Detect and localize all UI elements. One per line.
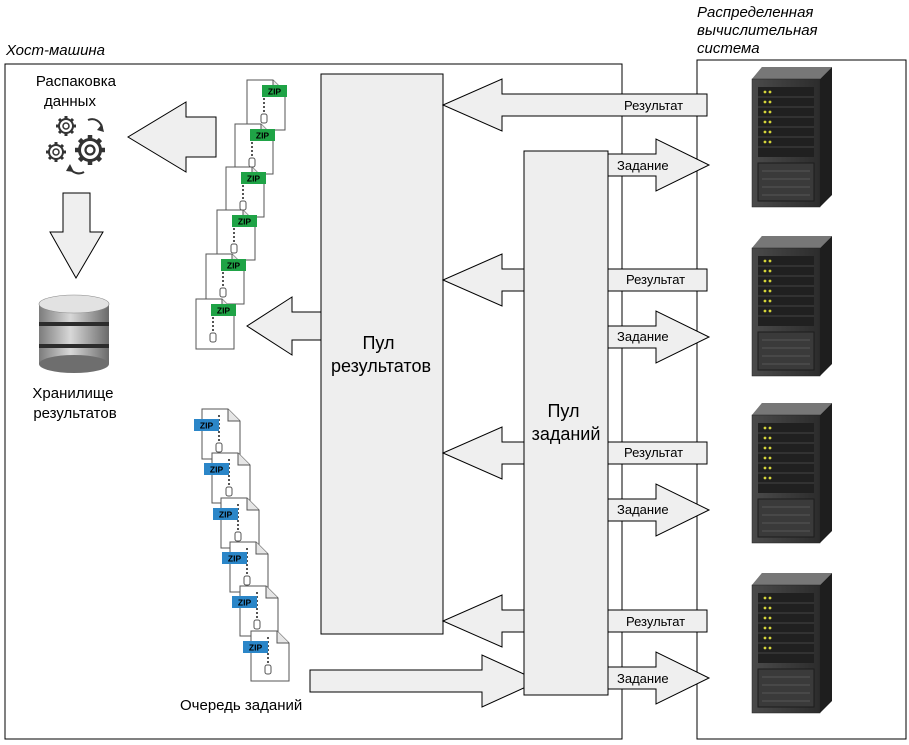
zip-file-icon: ZIP <box>243 630 290 682</box>
server-rack-icon <box>751 572 833 714</box>
distributed-system-frame <box>696 59 907 740</box>
svg-text:ZIP: ZIP <box>238 598 252 608</box>
host-machine-frame <box>4 63 623 740</box>
task-zip-stack: ZIP ZIP ZIP ZIP ZIP ZIP <box>194 408 290 682</box>
svg-text:Задание: Задание <box>617 502 669 517</box>
svg-text:Задание: Задание <box>617 329 669 344</box>
svg-text:Задание: Задание <box>617 158 669 173</box>
result-arrow: Результат <box>441 253 708 307</box>
result-arrow: Результат <box>441 594 708 648</box>
server-rack-icon <box>751 402 833 544</box>
storage-label: Хранилище результатов <box>32 385 117 422</box>
server-rack-icon <box>751 66 833 208</box>
svg-text:ZIP: ZIP <box>210 465 224 475</box>
zip-file-icon: ZIP <box>216 209 257 261</box>
svg-text:ZIP: ZIP <box>249 643 263 653</box>
svg-text:Задание: Задание <box>617 671 669 686</box>
server-rack-icon <box>751 235 833 377</box>
zip-file-icon: ZIP <box>234 123 275 175</box>
zip-file-icon: ZIP <box>204 452 251 504</box>
database-icon <box>38 294 110 373</box>
svg-text:ZIP: ZIP <box>256 131 270 141</box>
svg-text:ZIP: ZIP <box>200 421 214 431</box>
unpack-to-storage-arrow <box>49 192 104 280</box>
zip-file-icon: ZIP <box>225 166 266 218</box>
svg-text:ZIP: ZIP <box>247 174 261 184</box>
task-pool-label: Пул заданий <box>532 401 601 444</box>
svg-text:ZIP: ZIP <box>228 554 242 564</box>
task-arrow: Задание <box>607 483 711 537</box>
svg-text:ZIP: ZIP <box>219 510 233 520</box>
svg-text:ZIP: ZIP <box>238 217 252 227</box>
unpack-label: Распаковка данных <box>36 73 120 110</box>
result-arrow: Результат <box>441 78 708 132</box>
result-zip-stack: ZIP ZIP ZIP ZIP ZIP ZIP <box>195 79 287 350</box>
distributed-system-title: Распределенная вычислительная система <box>697 4 822 57</box>
pool-to-zips-arrow <box>246 296 332 356</box>
svg-text:ZIP: ZIP <box>217 306 231 316</box>
results-to-unpack-arrow <box>127 101 217 173</box>
svg-text:Результат: Результат <box>626 272 685 287</box>
zip-file-icon: ZIP <box>194 408 241 460</box>
svg-text:Результат: Результат <box>624 98 683 113</box>
svg-text:ZIP: ZIP <box>227 261 241 271</box>
svg-text:Результат: Результат <box>626 614 685 629</box>
zip-file-icon: ZIP <box>205 253 246 305</box>
task-arrow: Задание <box>607 138 711 192</box>
host-machine-title: Хост-машина <box>5 42 105 59</box>
zip-file-icon: ZIP <box>246 79 287 131</box>
result-arrow: Результат <box>441 426 708 480</box>
zip-file-icon: ZIP <box>232 585 279 637</box>
zip-file-icon: ZIP <box>222 541 269 593</box>
task-pool <box>523 150 609 696</box>
queue-to-task-pool-arrow <box>309 654 541 708</box>
zip-file-icon: ZIP <box>213 497 260 549</box>
task-queue-label: Очередь заданий <box>180 697 302 714</box>
zip-file-icon: ZIP <box>195 298 236 350</box>
gears-icon <box>44 114 105 175</box>
result-pool <box>320 73 444 635</box>
svg-text:ZIP: ZIP <box>268 87 282 97</box>
task-arrow: Задание <box>607 310 711 364</box>
svg-text:Результат: Результат <box>624 445 683 460</box>
task-arrow: Задание <box>607 651 711 705</box>
result-pool-label: Пул результатов <box>331 333 431 376</box>
